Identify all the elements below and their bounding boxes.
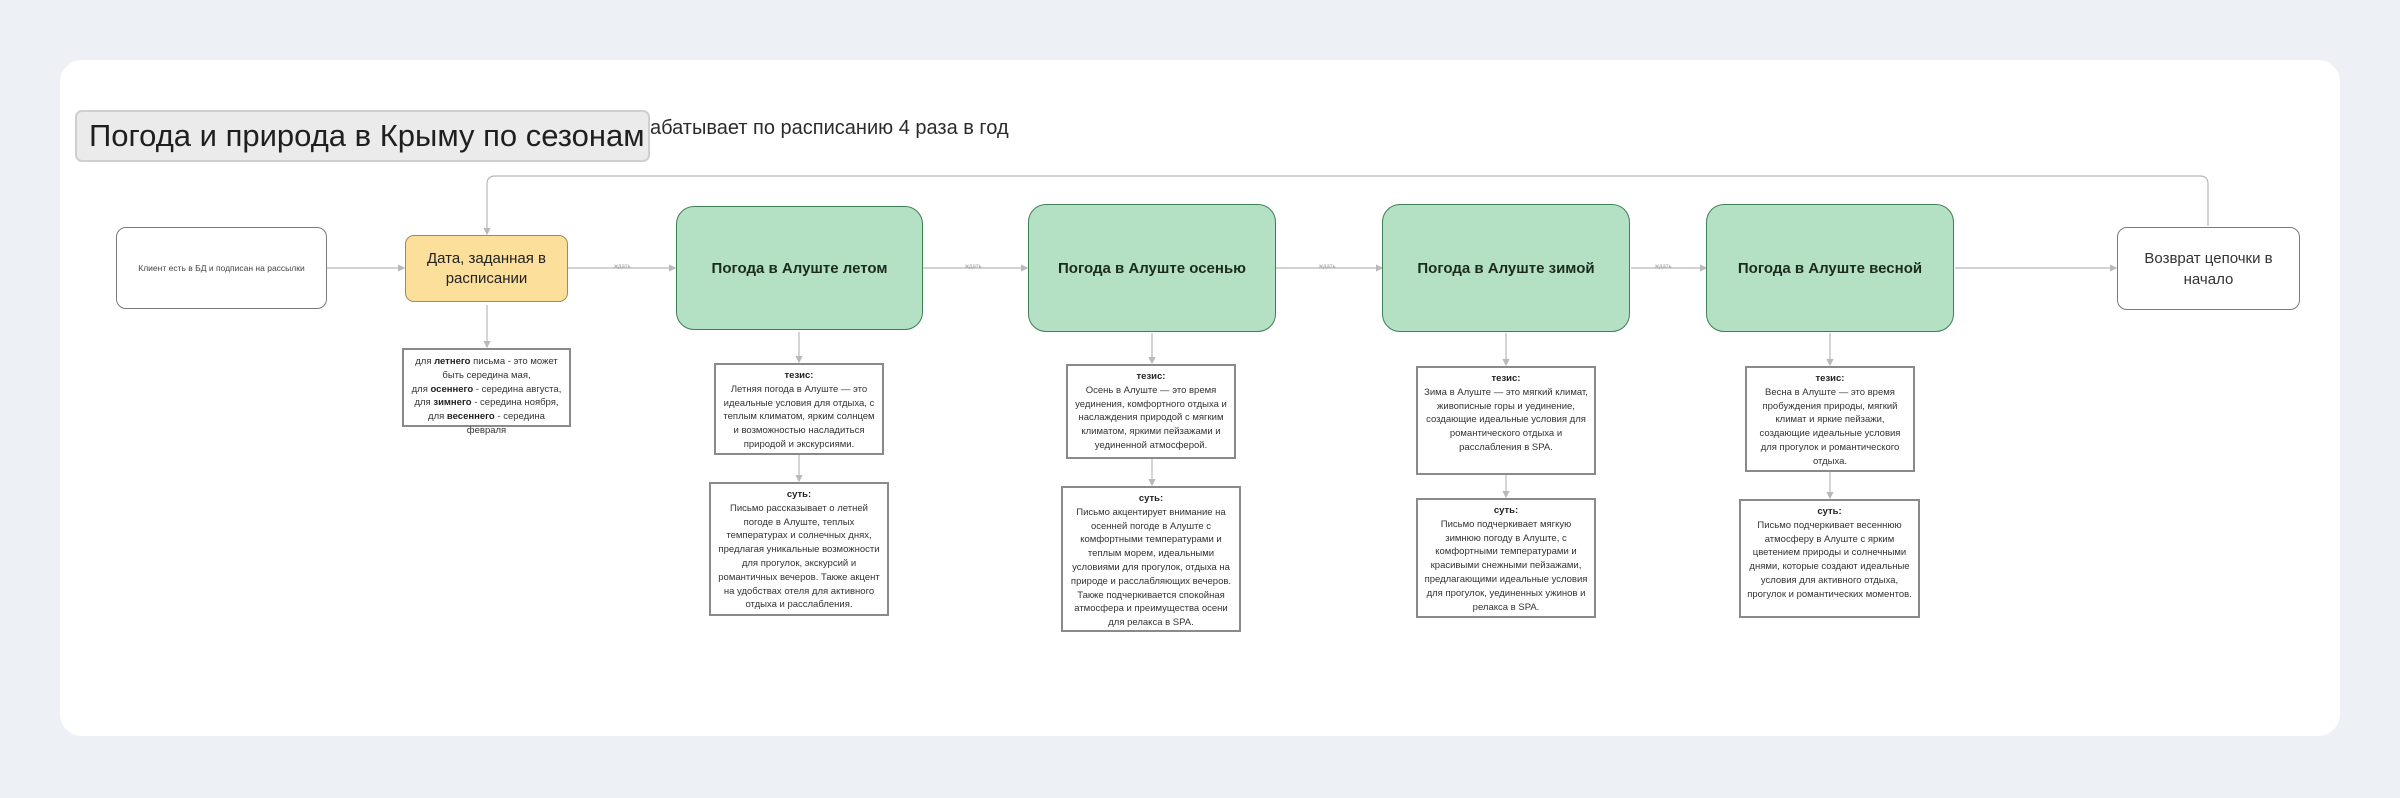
- date-note-line-2: для осеннего - середина августа,: [411, 383, 562, 395]
- spring-essence-text: Письмо подчеркивает весеннюю атмосферу в…: [1747, 519, 1912, 600]
- summer-thesis-note[interactable]: тезис: Летняя погода в Алуште — это идеа…: [714, 363, 884, 455]
- autumn-thesis-text: Осень в Алуште — это время уединения, ко…: [1075, 384, 1227, 451]
- summer-thesis-text: Летняя погода в Алуште — это идеальные у…: [723, 383, 875, 450]
- winter-thesis-note[interactable]: тезис: Зима в Алуште — это мягкий климат…: [1416, 366, 1596, 475]
- node-date[interactable]: Дата, заданная в расписании: [405, 235, 568, 302]
- thesis-label: тезис:: [1491, 373, 1521, 384]
- spring-thesis-note[interactable]: тезис: Весна в Алуште — это время пробуж…: [1745, 366, 1915, 472]
- autumn-essence-note[interactable]: суть: Письмо акцентирует внимание на осе…: [1061, 486, 1241, 632]
- date-note[interactable]: для летнего письма - это может быть сере…: [402, 348, 571, 436]
- spring-essence-note[interactable]: суть: Письмо подчеркивает весеннюю атмос…: [1739, 499, 1920, 618]
- edge-label-4: ждать: [1655, 264, 1672, 270]
- summer-essence-text: Письмо рассказывает о летней погоде в Ал…: [718, 502, 880, 611]
- frame-title[interactable]: Погода и природа в Крыму по сезонам: [75, 110, 650, 162]
- node-autumn[interactable]: Погода в Алуште осенью: [1028, 204, 1276, 332]
- thesis-label: тезис:: [784, 370, 814, 381]
- edge-label-1: ждать: [614, 264, 631, 270]
- frame-subtitle: абатывает по расписанию 4 раза в год: [650, 117, 1009, 139]
- edge-return-loop: [483, 175, 2209, 236]
- node-spring[interactable]: Погода в Алуште весной: [1706, 204, 1954, 332]
- winter-thesis-text: Зима в Алуште — это мягкий климат, живоп…: [1424, 386, 1588, 453]
- node-return[interactable]: Возврат цепочки в начало: [2117, 227, 2300, 310]
- essence-label: суть:: [1138, 493, 1164, 504]
- thesis-label: тезис:: [1136, 371, 1166, 382]
- node-summer[interactable]: Погода в Алуште летом: [676, 206, 923, 330]
- date-note-line-1: для летнего письма - это может быть сере…: [415, 356, 558, 381]
- date-note-line-3: для зимнего - середина ноября,: [414, 397, 559, 409]
- essence-label: суть:: [786, 489, 812, 500]
- date-note-line-4: для весеннего - середина февраля: [428, 411, 545, 436]
- autumn-thesis-note[interactable]: тезис: Осень в Алуште — это время уедине…: [1066, 364, 1236, 459]
- thesis-label: тезис:: [1815, 373, 1845, 384]
- edge-label-3: ждать: [1319, 264, 1336, 270]
- essence-label: суть:: [1817, 506, 1842, 517]
- essence-label: суть:: [1493, 505, 1519, 516]
- winter-essence-text: Письмо подчеркивает мягкую зимнюю погоду…: [1424, 518, 1588, 613]
- summer-essence-note[interactable]: суть: Письмо рассказывает о летней погод…: [709, 482, 889, 616]
- winter-essence-note[interactable]: суть: Письмо подчеркивает мягкую зимнюю …: [1416, 498, 1596, 618]
- node-client[interactable]: Клиент есть в БД и подписан на рассылки: [116, 227, 327, 309]
- node-winter[interactable]: Погода в Алуште зимой: [1382, 204, 1630, 332]
- edge-label-2: ждать: [965, 264, 982, 270]
- autumn-essence-text: Письмо акцентирует внимание на осенней п…: [1070, 506, 1232, 629]
- spring-thesis-text: Весна в Алуште — это время пробуждения п…: [1759, 386, 1901, 467]
